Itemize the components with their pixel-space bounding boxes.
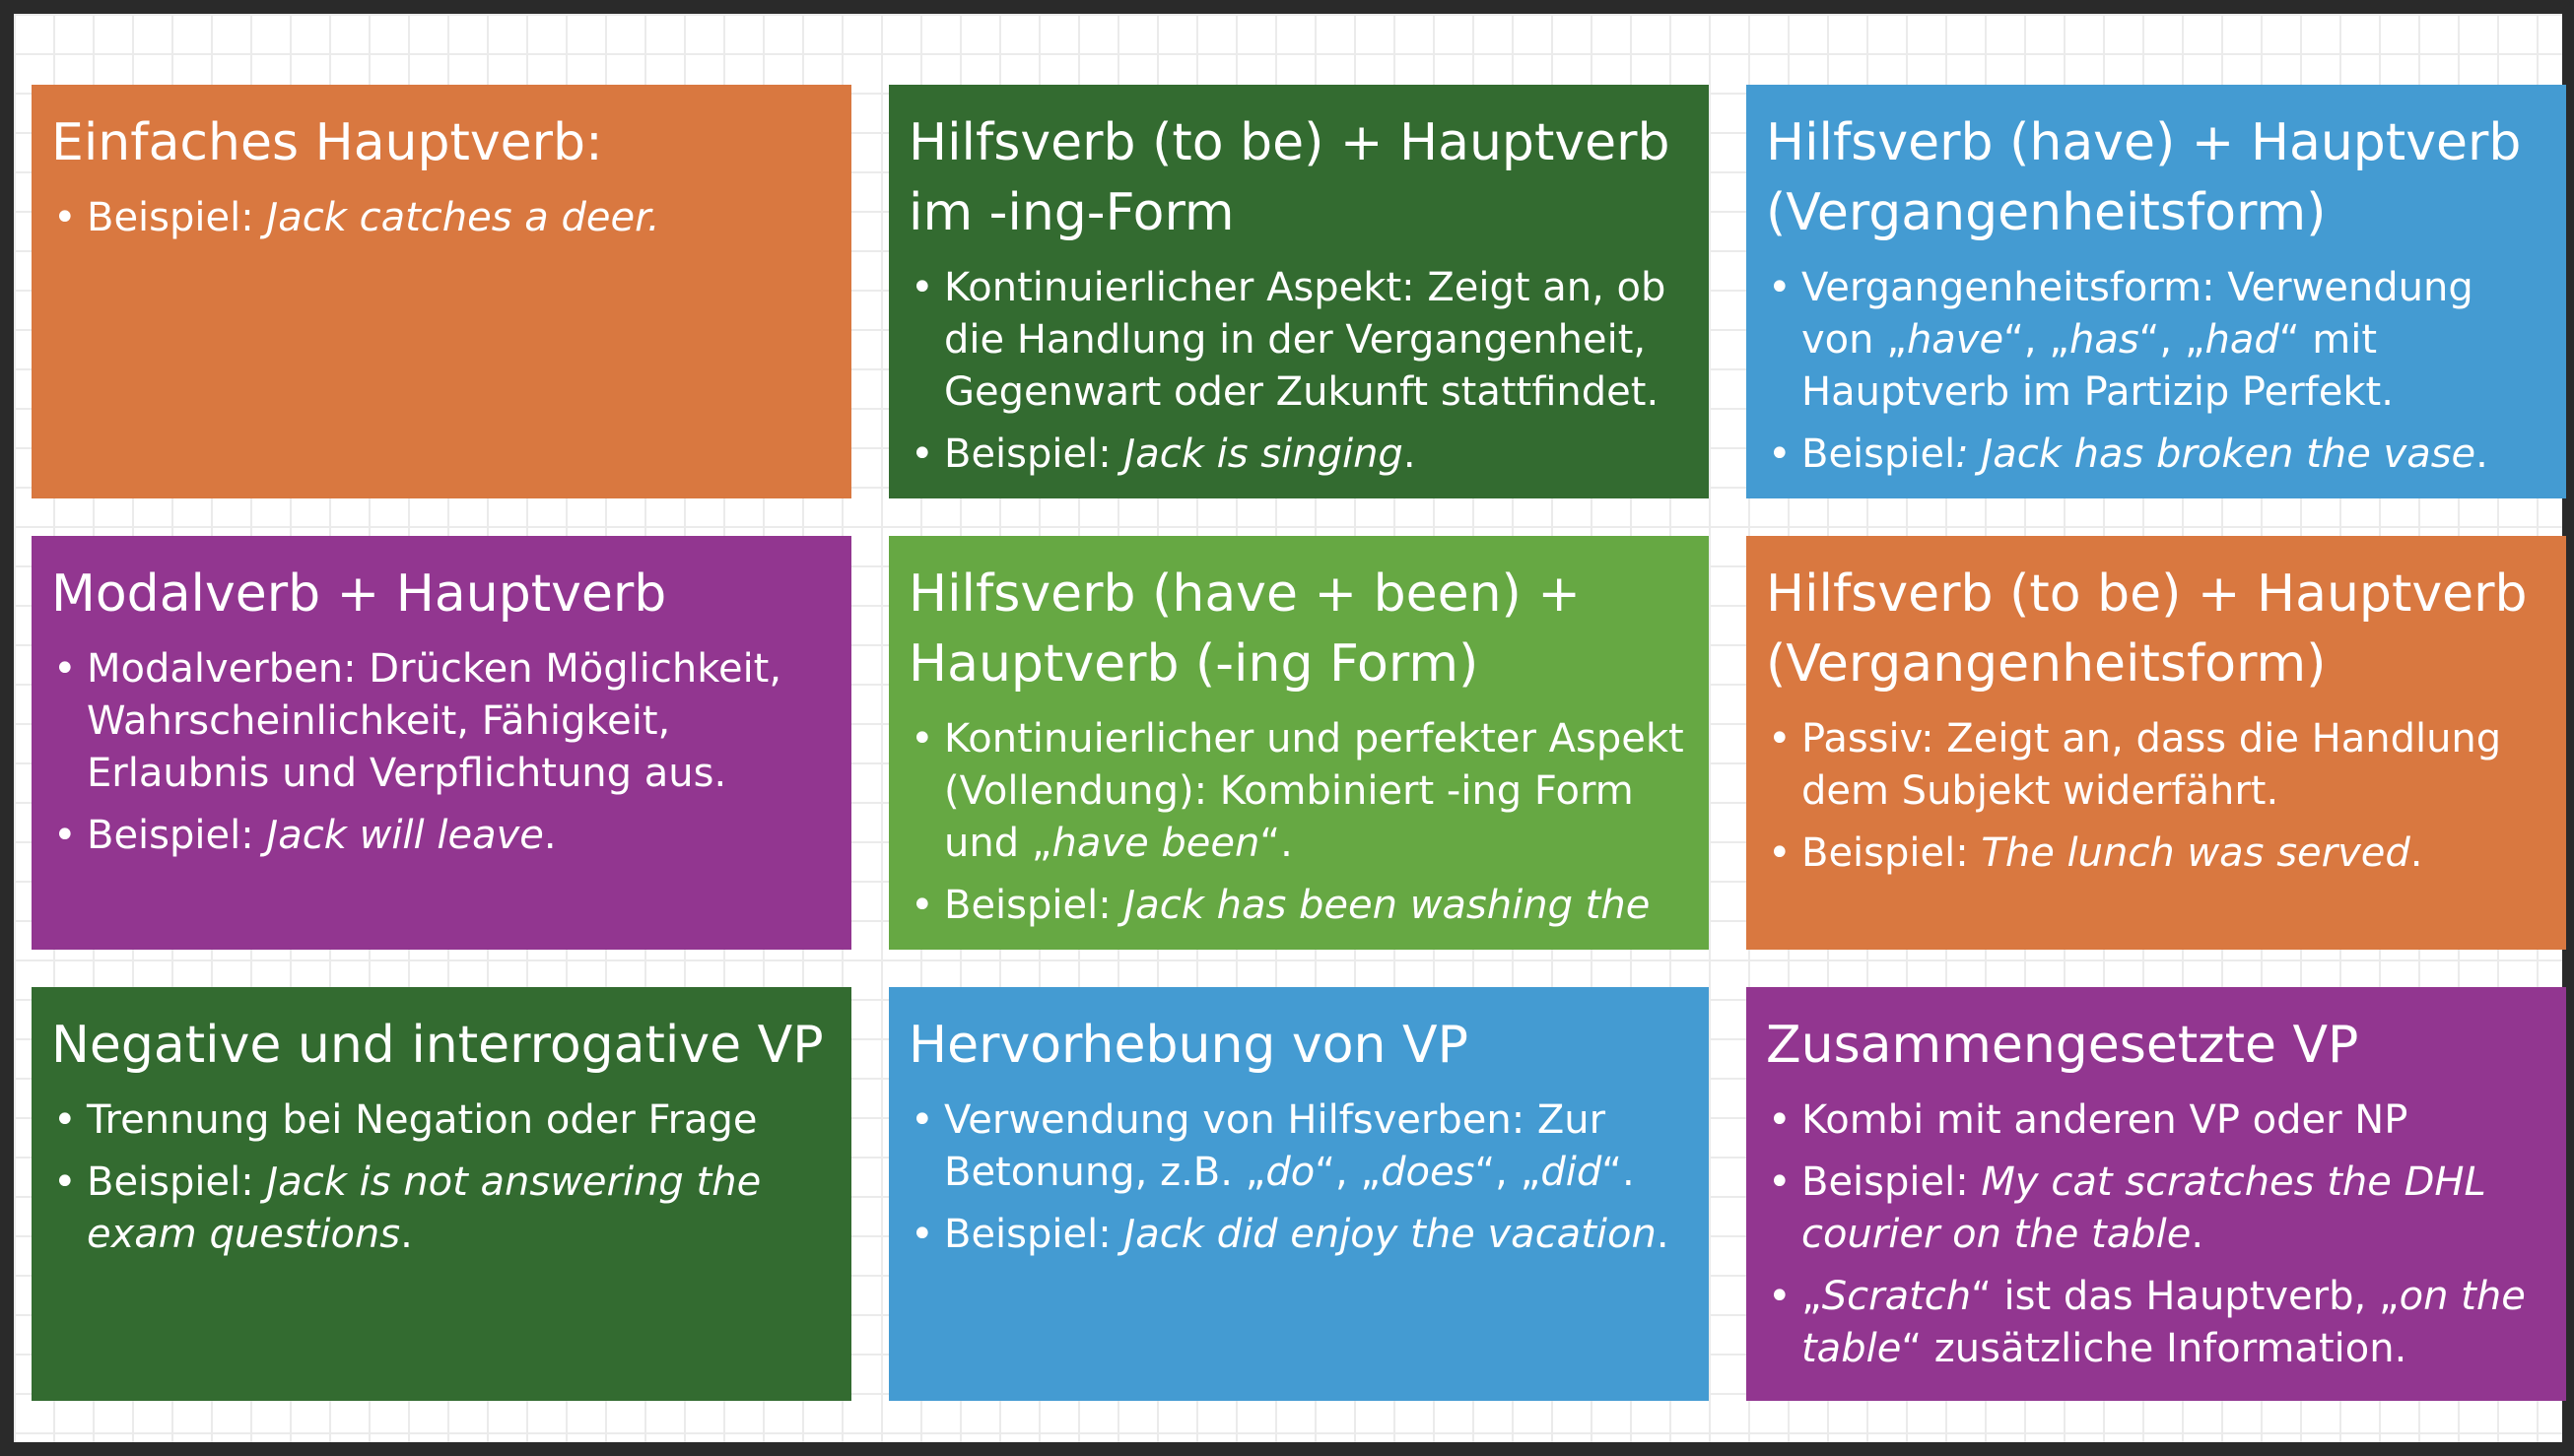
bullet-example: Beispiel: My cat scratches the DHL couri… [1766, 1157, 2546, 1261]
bullet-list: Beispiel: Jack catches a deer. [51, 192, 832, 244]
bullet-list: Trennung bei Negation oder Frage Beispie… [51, 1094, 832, 1261]
slide: Einfaches Hauptverb: Beispiel: Jack catc… [14, 14, 2566, 1442]
tile-title: Einfaches Hauptverb: [51, 113, 603, 172]
bullet-aspect: Kontinuierlicher und perfekter Aspekt (V… [909, 713, 1689, 870]
tile-title: Hilfsverb (have) + Hauptverb (Vergangenh… [1766, 113, 2522, 242]
tile-hervorhebung: Hervorhebung von VP Verwendung von Hilfs… [889, 987, 1709, 1401]
tile-hilfsverb-have-been: Hilfsverb (have + been) + Hauptverb (-in… [889, 536, 1709, 950]
tile-title: Hervorhebung von VP [909, 1016, 1468, 1075]
tile-hilfsverb-to-be-ing: Hilfsverb (to be) + Hauptverb im -ing-Fo… [889, 85, 1709, 498]
bullet-trennung: Trennung bei Negation oder Frage [51, 1094, 832, 1147]
bullet-passiv: Passiv: Zeigt an, dass die Handlung dem … [1766, 713, 2546, 818]
bullet-list: Vergangenheitsform: Verwendung von „have… [1766, 262, 2546, 481]
bullet-list: Modalverben: Drücken Möglichkeit, Wahrsc… [51, 643, 832, 862]
bullet-list: Kombi mit anderen VP oder NP Beispiel: M… [1766, 1094, 2546, 1375]
tile-einfaches-hauptverb: Einfaches Hauptverb: Beispiel: Jack catc… [32, 85, 851, 498]
tile-title: Zusammengesetzte VP [1766, 1016, 2359, 1075]
tile-title: Hilfsverb (to be) + Hauptverb (Vergangen… [1766, 564, 2528, 694]
tile-passiv: Hilfsverb (to be) + Hauptverb (Vergangen… [1746, 536, 2566, 950]
tile-title: Negative und interrogative VP [51, 1016, 824, 1075]
bullet-modalverben: Modalverben: Drücken Möglichkeit, Wahrsc… [51, 643, 832, 800]
bullet-example: Beispiel: Jack catches a deer. [51, 192, 832, 244]
tile-negative-interrogative: Negative und interrogative VP Trennung b… [32, 987, 851, 1401]
tile-modalverb: Modalverb + Hauptverb Modalverben: Drück… [32, 536, 851, 950]
bullet-list: Kontinuierlicher und perfekter Aspekt (V… [909, 713, 1689, 932]
tile-zusammengesetzte: Zusammengesetzte VP Kombi mit anderen VP… [1746, 987, 2566, 1401]
bullet-list: Passiv: Zeigt an, dass die Handlung dem … [1766, 713, 2546, 880]
bullet-example: Beispiel: Jack has broken the vase. [1766, 429, 2546, 481]
tile-title: Hilfsverb (to be) + Hauptverb im -ing-Fo… [909, 113, 1670, 242]
bullet-example: Beispiel: Jack is not answering the exam… [51, 1157, 832, 1261]
bullet-vergangenheitsform: Vergangenheitsform: Verwendung von „have… [1766, 262, 2546, 419]
bullet-example: Beispiel: The lunch was served. [1766, 827, 2546, 880]
tile-hilfsverb-have: Hilfsverb (have) + Hauptverb (Vergangenh… [1746, 85, 2566, 498]
bullet-example: Beispiel: Jack will leave. [51, 810, 832, 862]
tile-title: Hilfsverb (have + been) + Hauptverb (-in… [909, 564, 1581, 694]
bullet-example: Beispiel: Jack is singing. [909, 429, 1689, 481]
bullet-kombi: Kombi mit anderen VP oder NP [1766, 1094, 2546, 1147]
bullet-aspect: Kontinuierlicher Aspekt: Zeigt an, ob di… [909, 262, 1689, 419]
bullet-example: Beispiel: Jack did enjoy the vacation. [909, 1209, 1689, 1261]
bullet-list: Kontinuierlicher Aspekt: Zeigt an, ob di… [909, 262, 1689, 481]
bullet-hilfsverben: Verwendung von Hilfsverben: Zur Betonung… [909, 1094, 1689, 1199]
tile-title: Modalverb + Hauptverb [51, 564, 667, 624]
bullet-example: Beispiel: Jack has been washing the [909, 880, 1689, 932]
bullet-scratch: „Scratch“ ist das Hauptverb, „on the tab… [1766, 1271, 2546, 1375]
bullet-list: Verwendung von Hilfsverben: Zur Betonung… [909, 1094, 1689, 1261]
